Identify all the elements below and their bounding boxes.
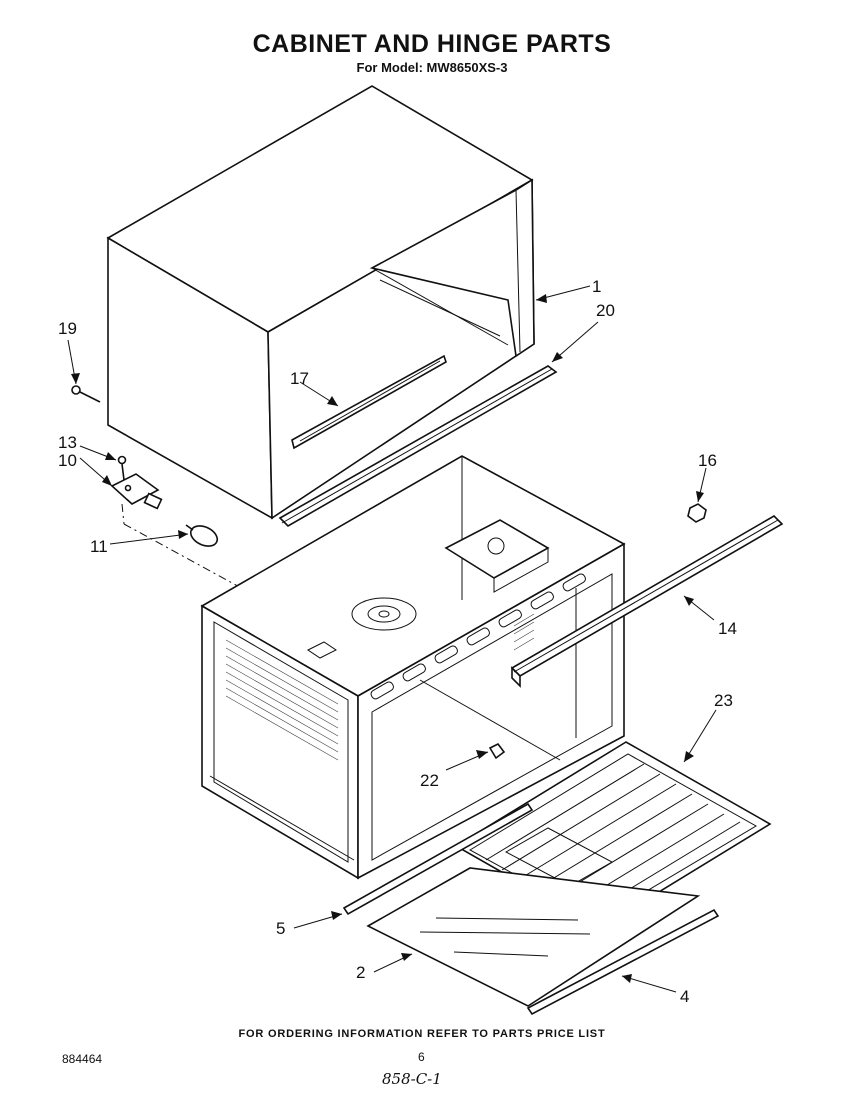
callout-14: 14 <box>718 619 737 638</box>
document-number: 884464 <box>62 1052 103 1066</box>
glass-panel-2 <box>366 867 701 1007</box>
callout-20: 20 <box>596 301 615 320</box>
strip-17 <box>291 354 447 450</box>
cabinet-wrapper <box>106 85 535 520</box>
nut-16 <box>687 503 707 523</box>
callout-22: 22 <box>420 771 439 790</box>
ordering-note: FOR ORDERING INFORMATION REFER TO PARTS … <box>238 1028 606 1040</box>
callout-11: 11 <box>90 537 108 556</box>
page-title: CABINET AND HINGE PARTS <box>252 30 612 58</box>
page-number: 6 <box>418 1050 425 1064</box>
rail-20 <box>278 365 558 527</box>
strip-5 <box>342 802 534 916</box>
callout-23: 23 <box>714 691 733 710</box>
screw-19 <box>71 385 101 403</box>
model-subtitle: For Model: MW8650XS-3 <box>356 60 508 75</box>
callout-2: 2 <box>356 963 365 982</box>
leader-lines <box>67 285 717 993</box>
hinge-bar-14 <box>510 514 784 688</box>
callout-labels: 1 2 4 5 10 11 13 14 16 17 19 20 22 23 <box>58 277 737 1006</box>
handwritten-code: 858-C-1 <box>382 1070 442 1088</box>
strip-4 <box>526 908 720 1016</box>
callout-16: 16 <box>698 451 717 470</box>
callout-17: 17 <box>290 369 309 388</box>
callout-10: 10 <box>58 451 77 470</box>
callout-5: 5 <box>276 919 285 938</box>
callout-4: 4 <box>680 987 689 1006</box>
callout-1: 1 <box>592 277 601 296</box>
oven-chassis <box>200 455 626 880</box>
callout-19: 19 <box>58 319 77 338</box>
clip-22 <box>488 742 506 760</box>
callout-13: 13 <box>58 433 77 452</box>
